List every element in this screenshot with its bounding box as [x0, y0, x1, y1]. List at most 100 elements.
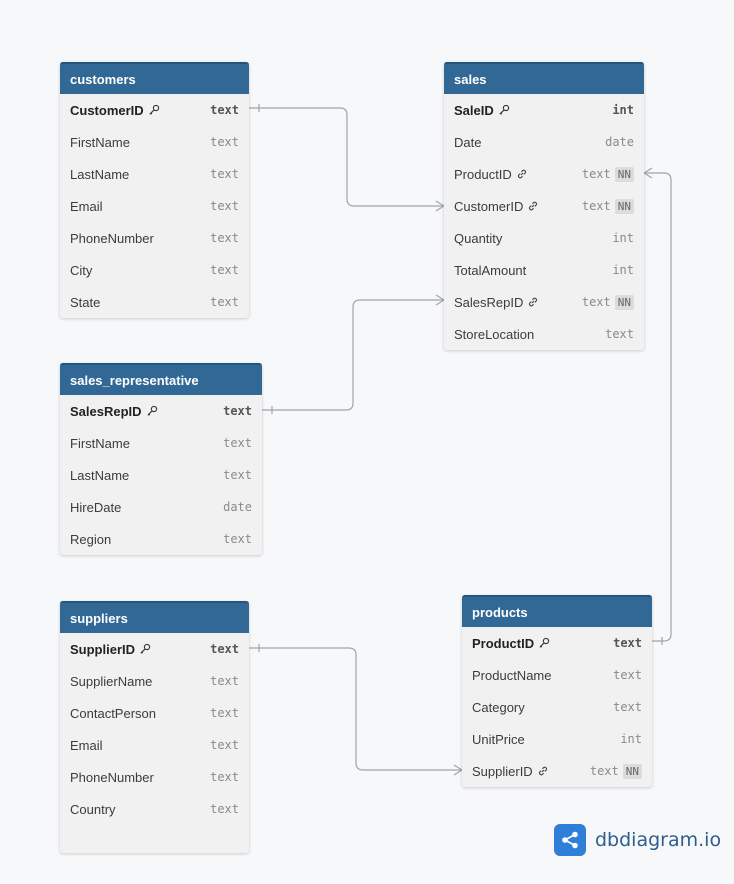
field-row[interactable]: SaleID int	[444, 94, 644, 126]
many-marker	[435, 294, 445, 301]
field-type: text	[613, 636, 642, 650]
many-marker	[643, 167, 653, 174]
field-type: text	[581, 199, 611, 213]
field-type: text	[210, 674, 239, 688]
rel-salesrep-sales	[262, 299, 444, 411]
field-name: Region	[70, 531, 112, 547]
table-header[interactable]: customers	[60, 62, 249, 94]
field-type: text	[210, 231, 239, 245]
field-row[interactable]: SupplierID text	[60, 633, 249, 665]
key-icon	[498, 104, 510, 116]
field-name: SalesRepID	[454, 294, 524, 310]
table-header[interactable]: products	[462, 595, 652, 627]
field-type: text	[210, 103, 239, 117]
link-icon	[527, 200, 539, 212]
link-icon	[527, 296, 539, 308]
many-marker	[643, 172, 653, 179]
field-row[interactable]: State text	[60, 286, 249, 318]
field-type: text	[210, 802, 239, 816]
rel-products-sales	[644, 172, 672, 642]
field-type: date	[605, 135, 634, 149]
many-marker	[453, 769, 463, 776]
field-type: text	[613, 700, 642, 714]
table-sales-representative[interactable]: sales_representative SalesRepID text Fir…	[60, 363, 262, 555]
dbdiagram-logo[interactable]: dbdiagram.io	[554, 824, 721, 856]
field-name: ProductID	[454, 166, 512, 182]
field-row[interactable]: ProductID text	[462, 627, 652, 659]
field-name: PhoneNumber	[70, 230, 154, 246]
field-name: FirstName	[70, 435, 130, 451]
field-type: text	[210, 199, 239, 213]
table-header[interactable]: sales_representative	[60, 363, 262, 395]
key-icon	[148, 104, 160, 116]
field-type: text	[210, 135, 239, 149]
field-type: text	[605, 327, 634, 341]
field-name: LastName	[70, 467, 130, 483]
field-name: PhoneNumber	[70, 769, 154, 785]
field-type: text	[581, 295, 611, 309]
field-type: text	[223, 468, 252, 482]
link-icon	[516, 168, 528, 180]
field-type: text	[210, 738, 239, 752]
field-type: text	[210, 167, 239, 181]
field-row[interactable]: SalesRepID text	[60, 395, 262, 427]
field-name: Date	[454, 134, 482, 150]
field-type: text	[223, 436, 252, 450]
not-null-badge: NN	[614, 198, 634, 214]
field-name: UnitPrice	[472, 731, 525, 747]
field-name: Email	[70, 737, 103, 753]
field-row[interactable]: PhoneNumber text	[60, 222, 249, 254]
table-header[interactable]: sales	[444, 62, 644, 94]
field-row[interactable]: Date date	[444, 126, 644, 158]
field-name: State	[70, 294, 101, 310]
field-type: text	[210, 295, 239, 309]
rel-suppliers-products	[249, 647, 462, 771]
table-header[interactable]: suppliers	[60, 601, 249, 633]
many-marker	[453, 764, 463, 771]
field-name: SupplierID	[70, 641, 136, 657]
many-marker	[435, 200, 445, 207]
field-name: HireDate	[70, 499, 122, 515]
not-null-badge: NN	[614, 166, 634, 182]
many-marker	[435, 299, 445, 306]
field-name: SalesRepID	[70, 403, 142, 419]
field-row[interactable]: LastName text	[60, 459, 262, 491]
field-row[interactable]: Country text	[60, 793, 249, 825]
field-name: SupplierID	[472, 763, 533, 779]
not-null-badge: NN	[614, 294, 634, 310]
field-row[interactable]: Email text	[60, 729, 249, 761]
field-row[interactable]: FirstName text	[60, 427, 262, 459]
share-icon	[554, 824, 586, 856]
field-type: text	[210, 642, 239, 656]
field-name: Country	[70, 801, 116, 817]
field-row[interactable]: CustomerID text	[60, 94, 249, 126]
field-row[interactable]: StoreLocation text	[444, 318, 644, 350]
field-name: CustomerID	[70, 102, 144, 118]
field-name: StoreLocation	[454, 326, 535, 342]
rel-customers-sales	[249, 107, 444, 207]
field-name: SaleID	[454, 102, 494, 118]
field-name: Quantity	[454, 230, 503, 246]
table-sales[interactable]: sales SaleID int Date date ProductID text…	[444, 62, 644, 350]
